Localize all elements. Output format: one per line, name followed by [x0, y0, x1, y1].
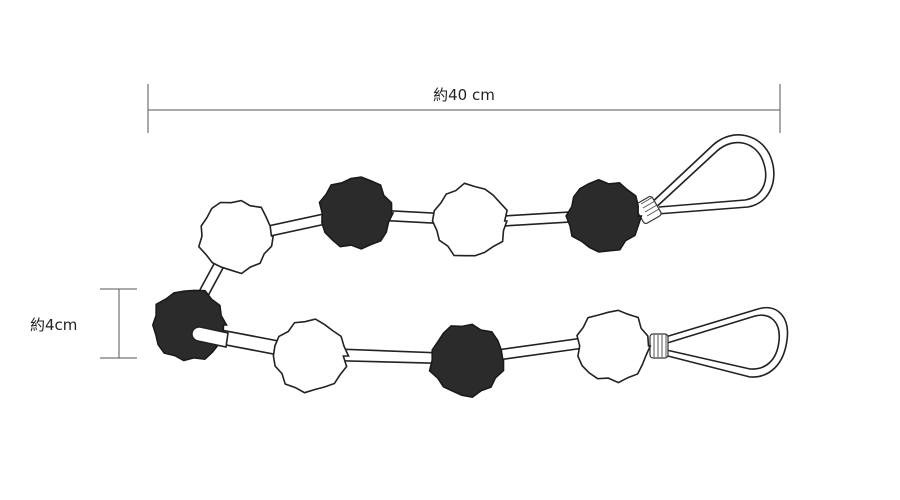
pom-pom-ball-light [197, 199, 275, 275]
pom-pom-ball-dark [428, 323, 505, 398]
bottom-clasp [649, 333, 669, 359]
pom-pom-ball-light [431, 182, 509, 257]
length-dimension: 約40 cm [147, 84, 781, 133]
pom-pom-ball-dark [565, 178, 643, 253]
top-loop [647, 134, 775, 215]
diameter-label: 約4cm [30, 316, 77, 334]
pom-pom-ball-light [576, 309, 652, 384]
pom-pom-balls [151, 176, 652, 398]
diameter-dimension: 約4cm [30, 288, 137, 359]
bottom-loop [659, 306, 789, 378]
cord-end [191, 326, 229, 348]
length-label: 約40 cm [433, 86, 495, 104]
pom-pom-ball-light [272, 318, 350, 394]
pom-pom-ball-dark [318, 176, 395, 250]
pom-pom-ball-dark [151, 289, 228, 362]
